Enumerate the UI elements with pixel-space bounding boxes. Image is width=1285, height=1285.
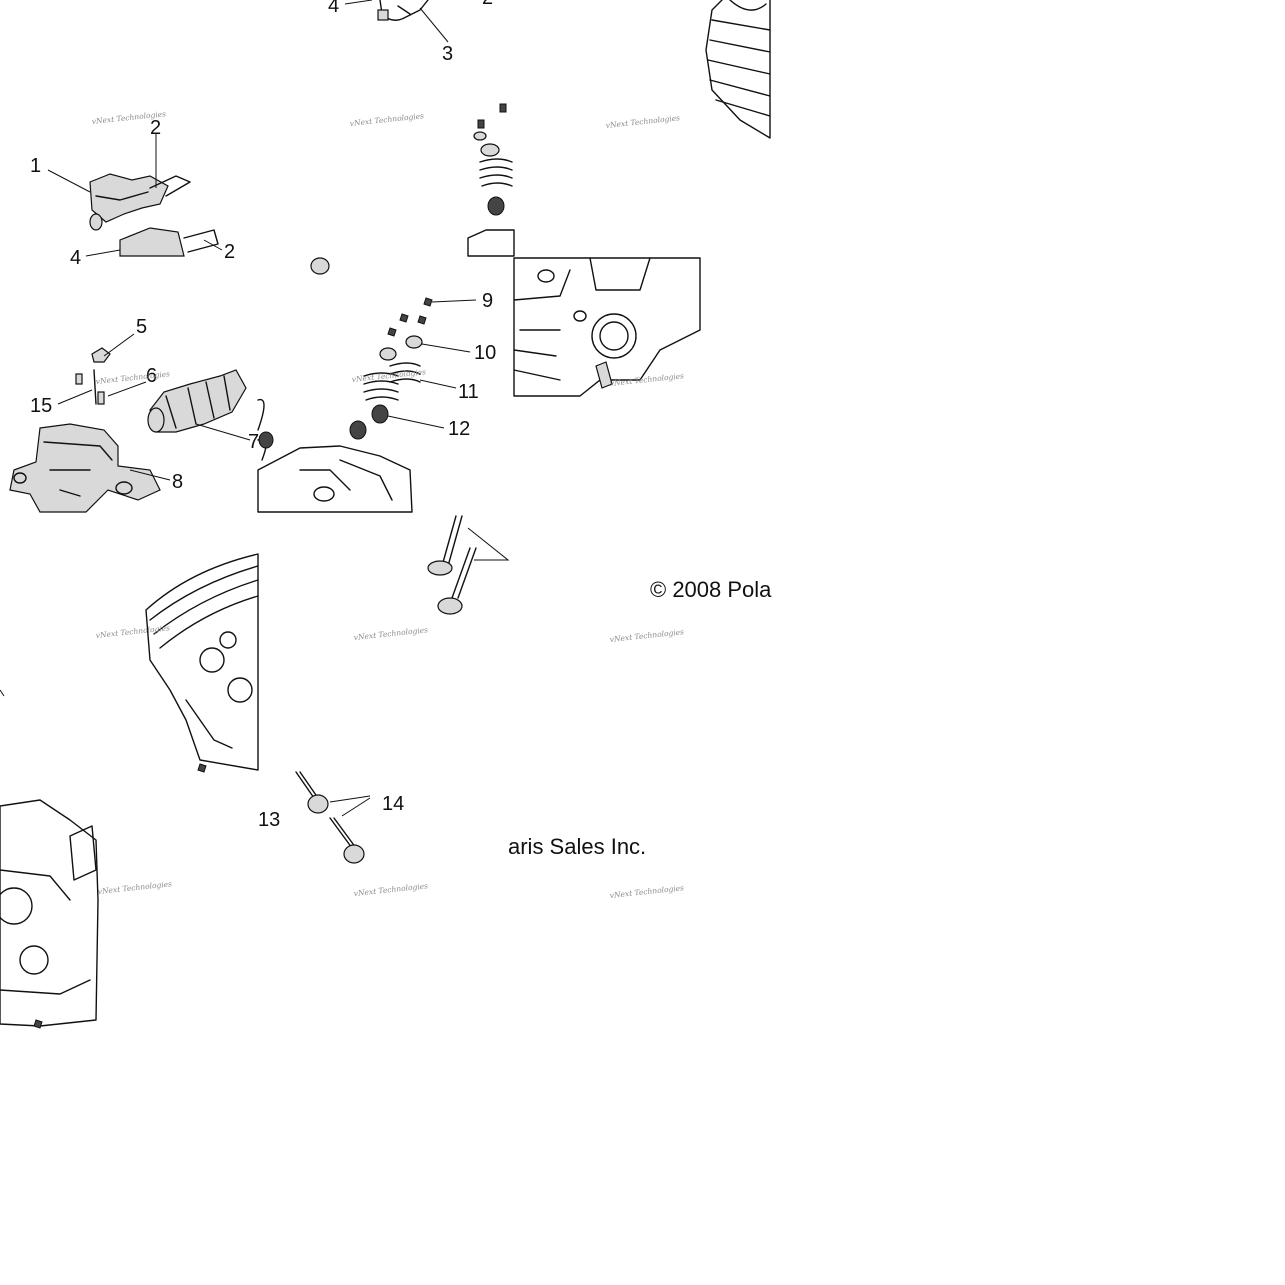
watermark: vNext Technologies: [605, 113, 680, 130]
callout-8: 8: [172, 471, 183, 493]
callout-13: 13: [258, 809, 280, 831]
cylinder-head-top-fragment: [705, 0, 771, 139]
callout-14: 14: [382, 793, 404, 815]
watermark: vNext Technologies: [353, 881, 428, 898]
watermark: vNext Technologies: [609, 627, 684, 644]
watermark-grid: vNext Technologies vNext Technologies vN…: [91, 109, 684, 900]
watermark: vNext Technologies: [609, 371, 684, 388]
callout-2-top: 2: [482, 0, 493, 9]
callout-4-top: 4: [328, 0, 339, 17]
callout-9: 9: [482, 290, 493, 312]
callout-10: 10: [474, 342, 496, 364]
copyright-notice-part1: © 2008 Pola: [650, 577, 772, 602]
cylinder-head-lower-fragment: [0, 553, 259, 773]
callout-4: 4: [70, 247, 81, 269]
valves-lower: [295, 771, 371, 864]
watermark: vNext Technologies: [349, 111, 424, 128]
callout-15: 15: [30, 395, 52, 417]
cylinder-head-right-fragment: [513, 257, 701, 397]
callout-2-lower: 2: [224, 241, 235, 263]
watermark: vNext Technologies: [95, 369, 170, 386]
watermark: vNext Technologies: [97, 879, 172, 896]
callout-1: 1: [30, 155, 41, 177]
valve-spring-assembly: [257, 297, 477, 513]
callout-11: 11: [458, 381, 479, 403]
watermark: vNext Technologies: [609, 883, 684, 900]
watermark: vNext Technologies: [353, 625, 428, 642]
valves-upper: [427, 515, 510, 615]
callout-12: 12: [448, 418, 470, 440]
rocker-arm-top-fragment: [344, 0, 449, 43]
valve-spring-stack-fragment: [467, 103, 515, 257]
callout-5: 5: [136, 316, 147, 338]
camshaft-housing-assembly: [9, 257, 330, 513]
cylinder-head-bottom-fragment: [0, 799, 99, 1029]
watermark: vNext Technologies: [95, 623, 170, 640]
callout-3: 3: [442, 43, 453, 65]
callout-6: 6: [146, 365, 157, 387]
copyright-notice-part2: aris Sales Inc.: [508, 834, 646, 859]
callout-2-shaft: 2: [150, 117, 161, 139]
callout-7: 7: [248, 431, 259, 453]
rocker-arm-assembly: [47, 134, 223, 257]
